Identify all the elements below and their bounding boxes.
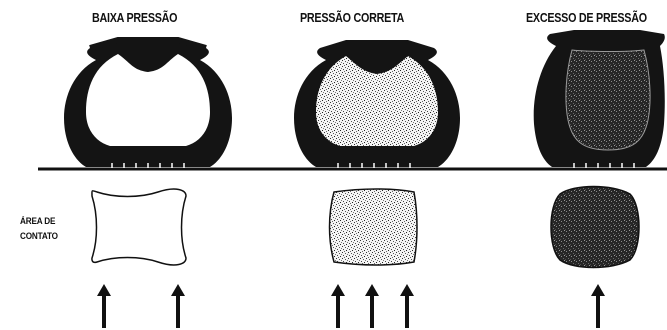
- label-correct-pressure: PRESSÃO CORRETA: [300, 11, 405, 25]
- arrow-up-icon: [591, 284, 605, 328]
- contact-patch-low: [91, 188, 187, 266]
- contact-area-label-line1: ÁREA DE: [20, 216, 56, 227]
- tire-low-pressure: [64, 37, 232, 168]
- contact-area-label-line2: CONTATO: [20, 231, 58, 242]
- arrow-up-icon: [400, 284, 414, 328]
- tire-correct-pressure: [294, 40, 460, 168]
- arrow-up-icon: [97, 284, 111, 328]
- contact-area-label: ÁREA DE CONTATO: [20, 214, 58, 244]
- arrow-up-icon: [331, 284, 345, 328]
- label-low-pressure: BAIXA PRESSÃO: [92, 11, 178, 25]
- tire-excess-pressure: [533, 30, 665, 168]
- arrow-up-icon: [171, 284, 185, 328]
- contact-patch-excess: [550, 185, 640, 269]
- arrow-up-icon: [365, 284, 379, 328]
- label-excess-pressure: EXCESSO DE PRESSÃO: [526, 11, 647, 25]
- contact-patch-correct: [328, 188, 418, 266]
